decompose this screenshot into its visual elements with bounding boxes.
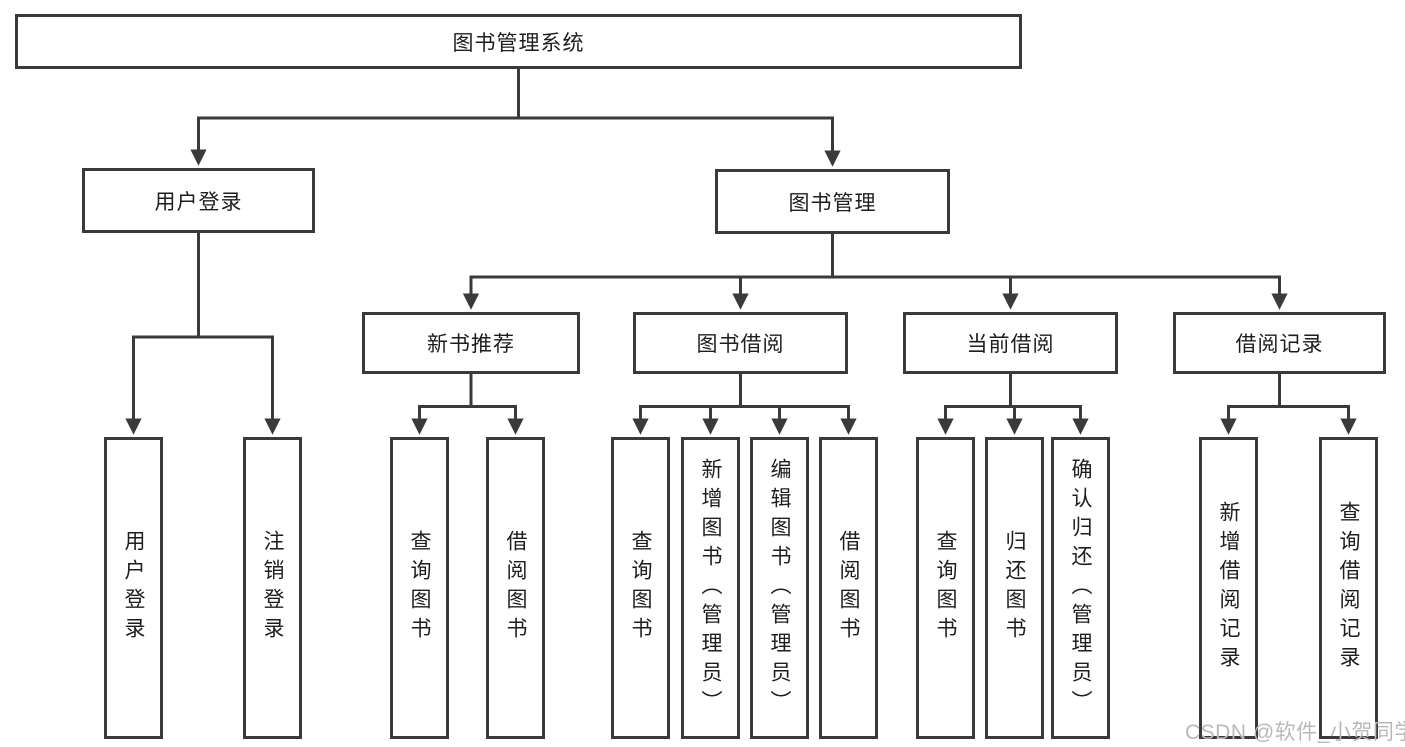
leaf-add-borrow-record-label: 新增借阅记录: [1217, 501, 1240, 675]
node-current-borrowing-label: 当前借阅: [966, 333, 1055, 356]
leaf-query-books-current: 查询图书: [916, 437, 975, 739]
node-current-borrowing: 当前借阅: [903, 312, 1118, 374]
leaf-edit-books-admin-label: 编辑图书（管理员）: [768, 457, 791, 719]
leaf-query-books-recommend-label: 查询图书: [408, 530, 431, 646]
leaf-confirm-return-admin-label: 确认归还（管理员）: [1069, 457, 1092, 719]
node-library-system-label: 图书管理系统: [452, 31, 585, 55]
leaf-query-books-current-label: 查询图书: [934, 530, 957, 646]
node-library-system: 图书管理系统: [15, 14, 1022, 69]
node-borrowing-records: 借阅记录: [1173, 312, 1386, 374]
leaf-query-books-borrow-label: 查询图书: [629, 530, 652, 646]
leaf-user-login-label: 用户登录: [122, 530, 145, 646]
node-new-book-recommendation: 新书推荐: [362, 312, 580, 374]
node-borrowing-records-label: 借阅记录: [1235, 333, 1324, 356]
leaf-logout: 注销登录: [243, 437, 302, 739]
leaf-return-books-label: 归还图书: [1003, 530, 1026, 646]
leaf-add-borrow-record: 新增借阅记录: [1199, 437, 1258, 739]
leaf-query-borrow-record: 查询借阅记录: [1319, 437, 1378, 739]
leaf-return-books: 归还图书: [985, 437, 1044, 739]
leaf-confirm-return-admin: 确认归还（管理员）: [1051, 437, 1110, 739]
node-book-management-label: 图书管理: [788, 191, 877, 215]
node-user-login-label: 用户登录: [154, 190, 243, 214]
node-book-borrowing-label: 图书借阅: [696, 333, 785, 356]
node-book-borrowing: 图书借阅: [633, 312, 848, 374]
leaf-borrow-books-label: 借阅图书: [837, 530, 860, 646]
node-book-management: 图书管理: [715, 169, 950, 234]
leaf-add-books-admin-label: 新增图书（管理员）: [699, 457, 722, 719]
node-user-login: 用户登录: [82, 168, 315, 233]
leaf-borrow-books-recommend: 借阅图书: [486, 437, 545, 739]
leaf-query-borrow-record-label: 查询借阅记录: [1337, 501, 1360, 675]
leaf-query-books-borrow: 查询图书: [611, 437, 670, 739]
leaf-query-books-recommend: 查询图书: [390, 437, 449, 739]
leaf-borrow-books-recommend-label: 借阅图书: [504, 530, 527, 646]
leaf-borrow-books: 借阅图书: [819, 437, 878, 739]
leaf-user-login: 用户登录: [104, 437, 163, 739]
leaf-add-books-admin: 新增图书（管理员）: [681, 437, 740, 739]
leaf-edit-books-admin: 编辑图书（管理员）: [750, 437, 809, 739]
watermark: CSDN @软件_小贺同学: [1185, 721, 1405, 744]
node-new-book-recommendation-label: 新书推荐: [427, 333, 515, 356]
leaf-logout-label: 注销登录: [261, 530, 284, 646]
